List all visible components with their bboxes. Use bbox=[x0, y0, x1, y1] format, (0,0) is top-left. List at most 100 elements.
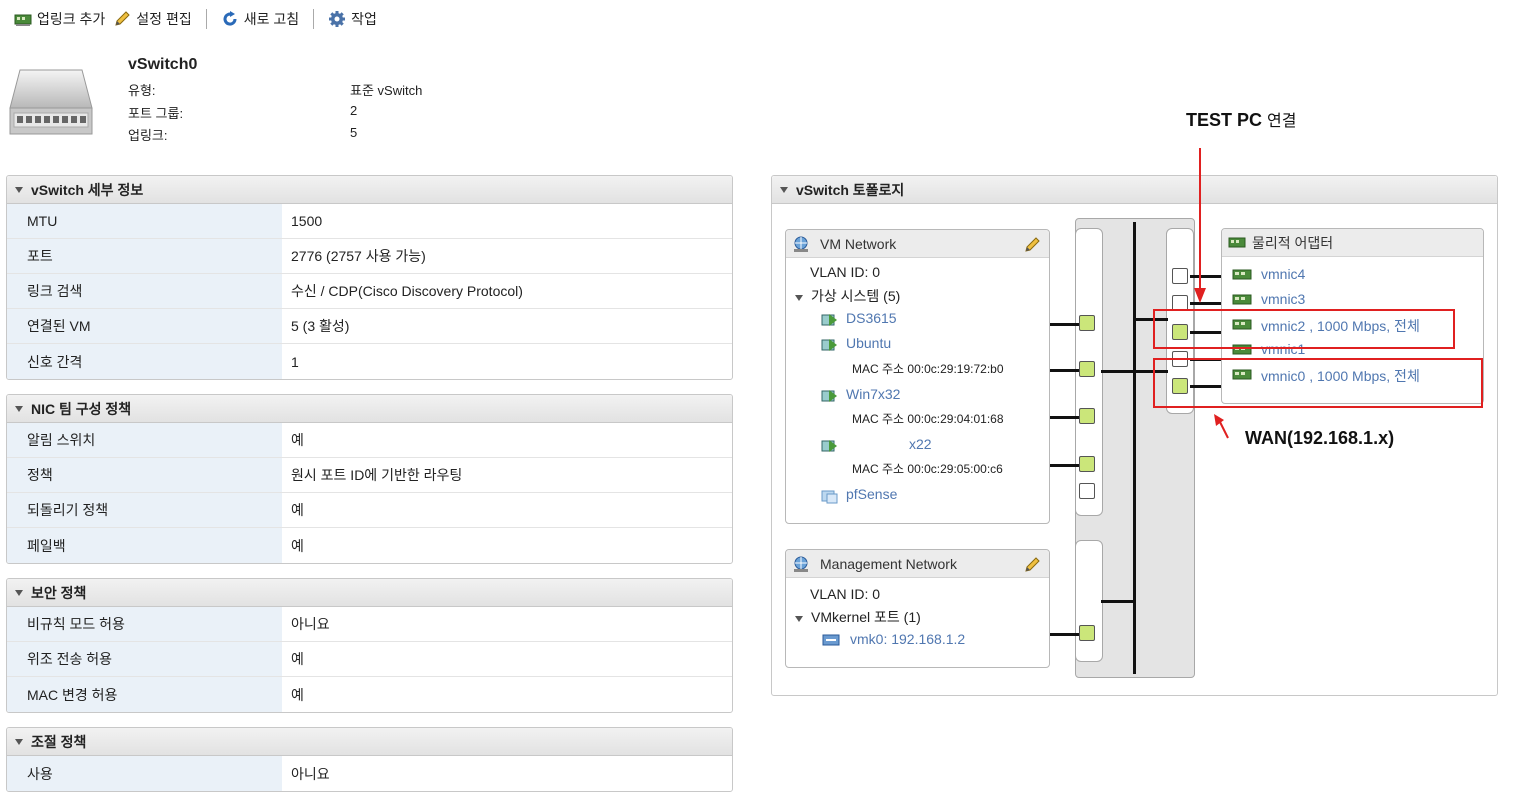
network-card-icon bbox=[1232, 319, 1252, 330]
uplink-line bbox=[1190, 331, 1222, 334]
network-card-icon bbox=[1232, 369, 1252, 380]
detail-row: 연결된 VM 5 (3 활성) bbox=[7, 309, 732, 344]
vmkernel-list-toggle[interactable]: VMkernel 포트 (1) bbox=[795, 607, 921, 627]
vlan-id: VLAN ID: 0 bbox=[810, 586, 881, 602]
uplink-port-idle bbox=[1172, 268, 1188, 284]
expand-caret-icon bbox=[795, 616, 803, 622]
vmnic0-link[interactable]: vmnic0 , 1000 Mbps, 전체 bbox=[1261, 368, 1420, 384]
uplink-line bbox=[1190, 275, 1222, 278]
vmnic2-link[interactable]: vmnic2 , 1000 Mbps, 전체 bbox=[1261, 318, 1420, 334]
connector-line bbox=[1050, 416, 1079, 419]
vm-icon bbox=[821, 440, 837, 452]
row-value: 아니요 bbox=[291, 616, 330, 632]
collapse-caret-icon bbox=[780, 186, 788, 193]
portgroup-name: Management Network bbox=[820, 555, 957, 572]
row-key: MAC 변경 허용 bbox=[7, 677, 282, 712]
edit-pencil-icon[interactable] bbox=[1023, 236, 1041, 254]
switch-name: vSwitch0 bbox=[128, 56, 198, 73]
collapse-caret-icon bbox=[15, 186, 23, 193]
security-policy-header[interactable]: 보안 정책 bbox=[7, 579, 732, 607]
switch-type-value: 표준 vSwitch bbox=[350, 83, 423, 98]
switch-uplinks-value: 5 bbox=[350, 125, 358, 140]
globe-network-icon bbox=[794, 236, 808, 252]
vm-link-ds3615[interactable]: DS3615 bbox=[846, 310, 897, 326]
connector-line bbox=[1050, 633, 1079, 636]
pencil-icon bbox=[115, 11, 131, 26]
actions-button[interactable]: 작업 bbox=[324, 9, 381, 29]
row-key: 연결된 VM bbox=[7, 309, 282, 343]
edit-pencil-icon[interactable] bbox=[1023, 556, 1041, 574]
vmk-port-connected bbox=[1079, 625, 1095, 641]
vm-link-win7x32[interactable]: Win7x32 bbox=[846, 386, 901, 402]
vmnic3-link[interactable]: vmnic3 bbox=[1261, 291, 1306, 307]
panel-title: NIC 팀 구성 정책 bbox=[31, 400, 132, 417]
row-value: 원시 포트 ID에 기반한 라우팅 bbox=[291, 467, 463, 483]
vm-list-label: 가상 시스템 (5) bbox=[811, 288, 901, 304]
row-key: 비규칙 모드 허용 bbox=[7, 607, 282, 641]
vm-link-pfsense[interactable]: pfSense bbox=[846, 486, 898, 502]
vmk-link[interactable]: vmk0: 192.168.1.2 bbox=[850, 631, 966, 647]
collapse-caret-icon bbox=[15, 738, 23, 745]
vm-link-x22[interactable]: x22 bbox=[909, 436, 932, 452]
highlight-box-vmnic0 bbox=[1153, 358, 1483, 408]
toolbar: 업링크 추가 설정 편집 새로 고침 작업 bbox=[10, 6, 381, 32]
refresh-icon bbox=[223, 11, 237, 26]
physical-adapters-box: 물리적 어댑터 bbox=[1221, 228, 1484, 404]
row-key: MTU bbox=[7, 204, 282, 238]
vmnic4-link[interactable]: vmnic4 bbox=[1261, 266, 1306, 282]
switch-portgroups-value: 2 bbox=[350, 103, 358, 118]
row-key: 정책 bbox=[7, 458, 282, 492]
detail-row: 페일백 예 bbox=[7, 528, 732, 563]
vm-port-disconnected bbox=[1079, 483, 1095, 499]
mgmt-network-port-strip bbox=[1075, 540, 1103, 662]
detail-row: 정책 원시 포트 ID에 기반한 라우팅 bbox=[7, 458, 732, 493]
row-value: 5 (3 활성) bbox=[291, 318, 350, 334]
vm-link-ubuntu[interactable]: Ubuntu bbox=[846, 335, 892, 351]
vm-network-portgroup[interactable]: VM Network bbox=[785, 229, 1050, 524]
uplink-port-active bbox=[1172, 324, 1188, 340]
highlight-box-vmnic2 bbox=[1153, 309, 1455, 349]
row-key: 위조 전송 허용 bbox=[7, 642, 282, 676]
connector-line bbox=[1050, 369, 1079, 372]
bus-connector bbox=[1101, 370, 1135, 373]
row-key: 신호 간격 bbox=[7, 344, 282, 379]
row-key: 페일백 bbox=[7, 528, 282, 563]
vmnic1-link[interactable]: vmnic1 bbox=[1261, 341, 1306, 357]
vswitch-topology-header[interactable]: vSwitch 토폴로지 bbox=[772, 176, 1497, 204]
refresh-button[interactable]: 새로 고침 bbox=[217, 9, 303, 29]
refresh-label: 새로 고침 bbox=[243, 11, 300, 27]
uplink-port-active bbox=[1172, 378, 1188, 394]
switch-portgroups-label: 포트 그룹: bbox=[128, 106, 184, 121]
row-value: 예 bbox=[291, 686, 304, 703]
switch-device-icon bbox=[9, 69, 93, 135]
bus-connector bbox=[1134, 370, 1168, 373]
vswitch-details-header[interactable]: vSwitch 세부 정보 bbox=[7, 176, 732, 204]
toolbar-divider bbox=[313, 9, 315, 29]
row-value: 아니요 bbox=[291, 765, 330, 782]
vm-list-toggle[interactable]: 가상 시스템 (5) bbox=[795, 286, 900, 306]
row-value: 2776 (2757 사용 가능) bbox=[291, 248, 426, 264]
uplink-line bbox=[1190, 385, 1222, 388]
add-uplink-button[interactable]: 업링크 추가 bbox=[10, 9, 109, 29]
row-key: 사용 bbox=[7, 756, 282, 791]
vm-port-connected bbox=[1079, 361, 1095, 377]
edit-settings-button[interactable]: 설정 편집 bbox=[109, 9, 195, 29]
red-arrow-up-icon bbox=[1214, 414, 1229, 439]
globe-network-icon bbox=[794, 556, 808, 572]
mgmt-network-portgroup[interactable]: Management Network bbox=[785, 549, 1050, 668]
nic-teaming-header[interactable]: NIC 팀 구성 정책 bbox=[7, 395, 732, 423]
shaping-policy-header[interactable]: 조절 정책 bbox=[7, 728, 732, 756]
row-value: 예 bbox=[291, 537, 304, 554]
collapse-caret-icon bbox=[15, 589, 23, 596]
panel-title: 보안 정책 bbox=[31, 584, 87, 601]
bus-connector bbox=[1101, 600, 1135, 603]
row-value: 1 bbox=[291, 353, 299, 370]
row-key: 알림 스위치 bbox=[7, 423, 282, 457]
collapse-caret-icon bbox=[15, 405, 23, 412]
expand-caret-icon bbox=[795, 295, 803, 301]
